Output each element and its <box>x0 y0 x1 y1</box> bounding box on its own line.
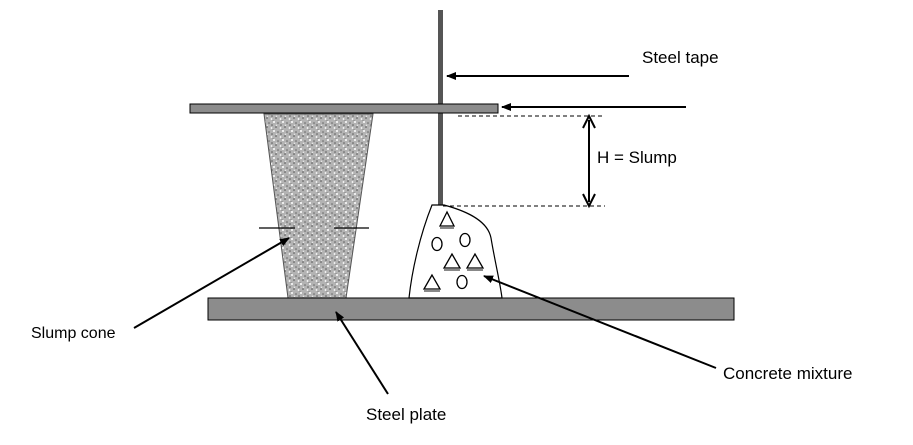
top-straightedge-bar <box>189 103 499 114</box>
slump-cone-arrow <box>133 237 290 329</box>
slump-cone-label: Slump cone <box>31 325 116 342</box>
slump-height-label: H = Slump <box>597 148 677 167</box>
triangle-icon <box>422 273 442 290</box>
steel-tape-label: Steel tape <box>642 48 719 67</box>
concrete-mixture-arrow <box>483 275 717 369</box>
concrete-mixture-label: Concrete mixture <box>723 364 852 383</box>
concrete-mixture-pile <box>408 204 503 299</box>
triangle-icon <box>465 252 485 269</box>
triangle-icon <box>442 252 462 269</box>
triangle-icon <box>438 210 456 227</box>
slump-cone <box>263 113 374 299</box>
slump-arrowhead-bottom <box>582 193 596 209</box>
steel-plate-label: Steel plate <box>366 405 446 424</box>
steel-plate <box>207 297 735 321</box>
circle-icon <box>459 232 471 248</box>
steel-plate-arrow <box>335 311 389 395</box>
circle-icon <box>431 236 443 252</box>
slump-arrowhead-top <box>582 113 596 129</box>
circle-icon <box>456 274 468 290</box>
